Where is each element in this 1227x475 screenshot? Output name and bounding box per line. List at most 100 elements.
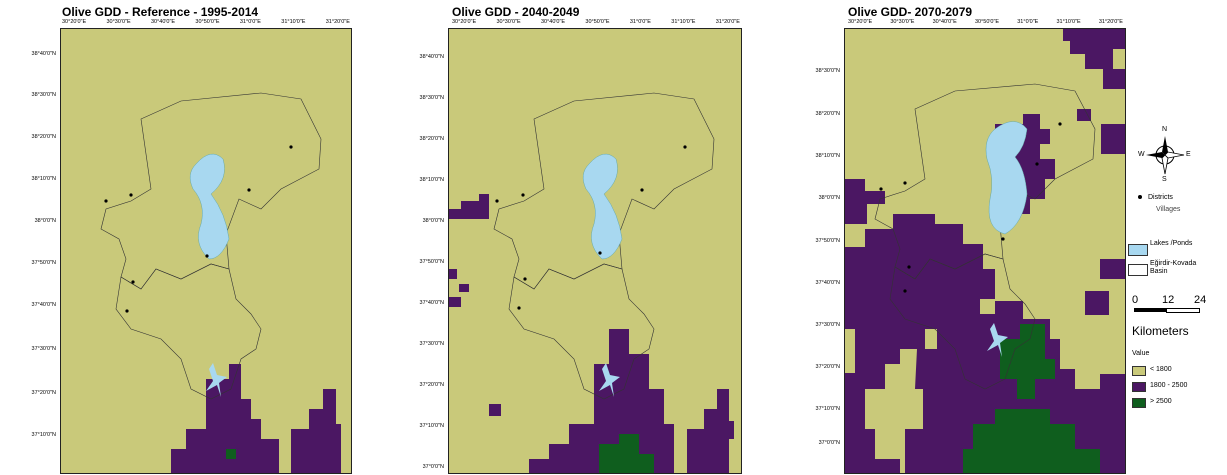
district-point: [131, 280, 135, 284]
map-canvas-reference: [60, 28, 352, 474]
lat-tick: 38°40'0"N: [419, 54, 444, 60]
compass-icon: [1146, 136, 1185, 175]
kovada-lake: [987, 323, 1008, 357]
basin-boundary-south: [508, 263, 655, 400]
north-label: N: [1162, 126, 1168, 133]
map-canvas-2040-2049: [448, 28, 742, 474]
district-point: [903, 181, 907, 185]
egirdir-lake: [582, 153, 623, 260]
lat-tick: 38°0'0"N: [818, 195, 840, 201]
longitude-ticks: 30°20'0"E 30°30'0"E 30°40'0"E 30°50'0"E …: [62, 19, 350, 25]
district-point: [907, 265, 911, 269]
district-points: [104, 145, 293, 313]
legend-districts: Districts: [1138, 194, 1173, 201]
district-point: [523, 277, 527, 281]
egirdir-lake: [189, 153, 230, 260]
map-canvas-2070-2079: [844, 28, 1126, 474]
gdd-raster-map: [100, 92, 341, 473]
map-title: Olive GDD - Reference - 1995-2014: [62, 5, 259, 19]
lon-tick: 31°10'0"E: [671, 19, 696, 25]
lat-tick: 38°30'0"N: [31, 92, 56, 98]
class-high-swatch: [1132, 398, 1146, 408]
lon-tick: 31°0'0"E: [629, 19, 651, 25]
district-point: [125, 309, 129, 313]
lat-tick: 37°0'0"N: [422, 464, 444, 470]
lat-tick: 37°20'0"N: [31, 390, 56, 396]
district-point: [1058, 122, 1062, 126]
lon-tick: 31°10'0"E: [1056, 19, 1081, 25]
district-point: [521, 193, 525, 197]
lat-tick: 38°10'0"N: [419, 177, 444, 183]
kovada-lake: [206, 363, 227, 397]
district-point: [104, 199, 108, 203]
lat-tick: 38°10'0"N: [31, 176, 56, 182]
gdd-above-2500-zone: [599, 434, 654, 473]
district-point: [129, 193, 133, 197]
district-point: [205, 254, 209, 258]
south-label: S: [1162, 176, 1167, 183]
lat-tick: 37°30'0"N: [31, 346, 56, 352]
legend-lakes: Lakes /Ponds: [1150, 240, 1193, 247]
district-point: [683, 145, 687, 149]
map-title: Olive GDD - 2040-2049: [452, 5, 580, 19]
legend-villages: Villages: [1156, 206, 1181, 213]
district-point: [289, 145, 293, 149]
map-legend: N S E W Districts Villages Lakes /Ponds …: [1128, 126, 1224, 430]
lon-tick: 31°0'0"E: [239, 19, 261, 25]
lat-tick: 37°30'0"N: [419, 341, 444, 347]
lon-tick: 30°50'0"E: [195, 19, 220, 25]
lat-tick: 37°10'0"N: [31, 432, 56, 438]
boundary-swatch: [1128, 264, 1148, 276]
lon-tick: 31°20'0"E: [715, 19, 740, 25]
district-point: [1001, 237, 1005, 241]
district-points: [495, 145, 687, 310]
class-low-swatch: [1132, 366, 1146, 376]
district-point: [879, 187, 883, 191]
lat-tick: 37°40'0"N: [31, 302, 56, 308]
scale-bar: 0 12 24: [1132, 294, 1208, 326]
district-point: [517, 306, 521, 310]
lat-tick: 37°10'0"N: [419, 423, 444, 429]
district-point: [247, 188, 251, 192]
district-symbol: [1138, 195, 1142, 200]
scale-unit: Kilometers: [1132, 324, 1189, 338]
lon-tick: 30°40'0"E: [540, 19, 566, 25]
lat-tick: 37°50'0"N: [419, 259, 444, 265]
district-point: [598, 251, 602, 255]
gdd-1800-2500-zone: [845, 29, 1125, 473]
lat-tick: 38°40'0"N: [31, 51, 56, 57]
district-points: [879, 122, 1062, 293]
district-point: [495, 199, 499, 203]
lon-tick: 31°20'0"E: [1098, 19, 1123, 25]
district-point: [903, 289, 907, 293]
gdd-above-2500-patch: [226, 449, 236, 459]
lat-tick: 38°30'0"N: [815, 68, 840, 74]
lat-tick: 37°50'0"N: [31, 260, 56, 266]
lat-tick: 37°20'0"N: [815, 364, 840, 370]
legend-class-low: < 1800: [1150, 366, 1172, 373]
lon-tick: 31°10'0"E: [281, 19, 306, 25]
lat-tick: 38°20'0"N: [815, 111, 840, 117]
scale-12: 12: [1162, 294, 1175, 306]
scale-0: 0: [1132, 294, 1139, 306]
longitude-ticks: 30°20'0"E 30°30'0"E 30°40'0"E 30°50'0"E …: [848, 19, 1123, 25]
north-arrow: N S E W: [1138, 126, 1191, 183]
lat-tick: 37°50'0"N: [815, 238, 840, 244]
legend-value-title: Value: [1132, 350, 1150, 357]
class-mid-swatch: [1132, 382, 1146, 392]
lon-tick: 30°50'0"E: [585, 19, 610, 25]
scale-24: 24: [1194, 294, 1207, 306]
lat-tick: 37°40'0"N: [419, 300, 444, 306]
lon-tick: 30°20'0"E: [848, 19, 873, 25]
lat-tick: 37°40'0"N: [815, 280, 840, 286]
lon-tick: 30°40'0"E: [150, 19, 176, 25]
lake-swatch: [1128, 244, 1148, 256]
lon-tick: 30°30'0"E: [496, 19, 521, 25]
lon-tick: 31°20'0"E: [325, 19, 350, 25]
lat-tick: 38°0'0"N: [422, 218, 444, 224]
map-title: Olive GDD- 2070-2079: [848, 5, 973, 19]
district-point: [640, 188, 644, 192]
lon-tick: 30°30'0"E: [890, 19, 915, 25]
district-point: [1035, 162, 1039, 166]
lat-tick: 38°20'0"N: [419, 136, 444, 142]
